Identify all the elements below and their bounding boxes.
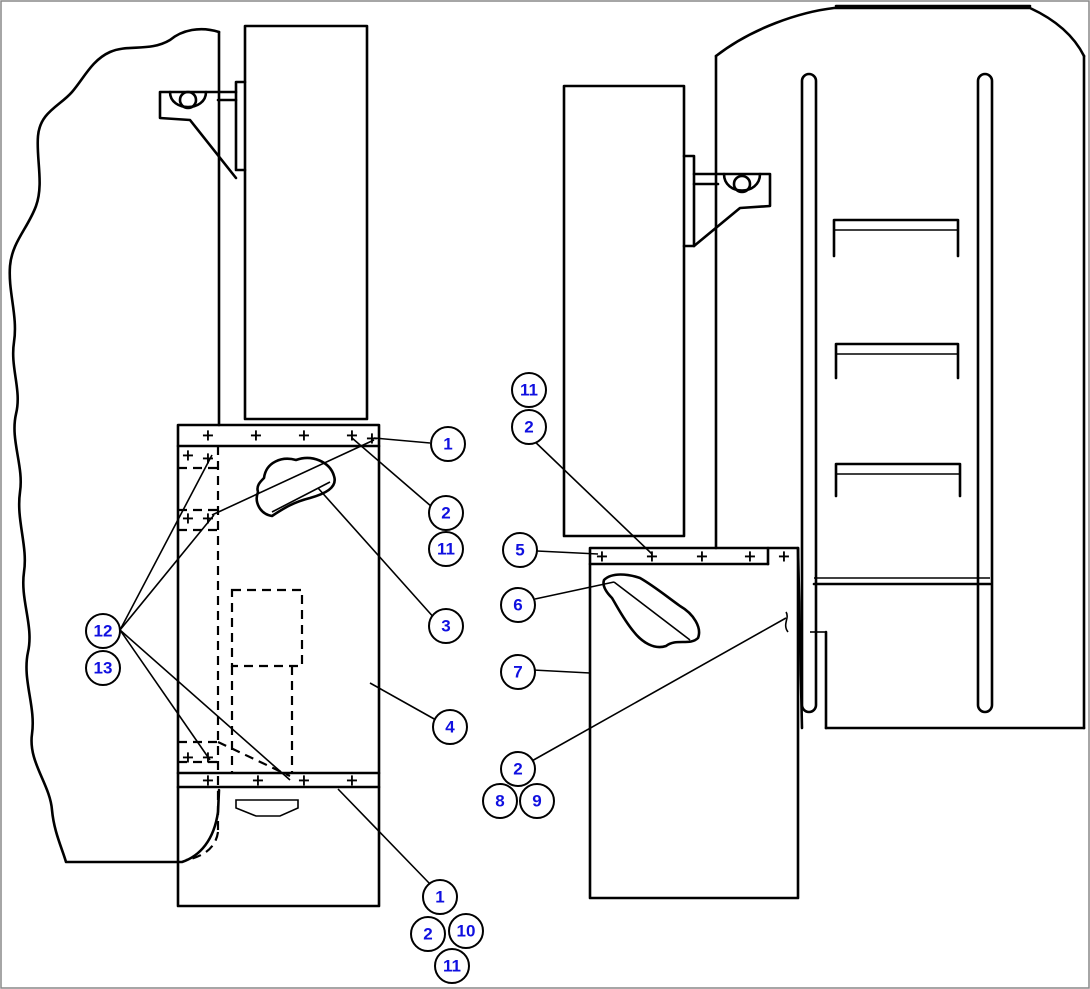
svg-text:2: 2 [423,925,432,944]
tank-ladder-rungs [832,218,962,498]
svg-text:+: + [181,748,194,767]
left-fasteners: + + + + + + + + + + + + + + + [181,426,378,790]
svg-text:+: + [201,771,214,790]
svg-text:+: + [181,446,194,465]
svg-text:4: 4 [445,718,455,737]
callout-1-top-left: 1 [430,426,466,462]
callout-10: 10 [448,913,484,949]
callout-6: 6 [500,587,536,623]
svg-text:+: + [201,449,214,468]
callout-5: 5 [502,532,538,568]
svg-text:1: 1 [435,888,444,907]
callout-1-bottom-left: 1 [422,879,458,915]
svg-text:2: 2 [524,418,533,437]
callout-2-right-top: 2 [511,409,547,445]
callout-3: 3 [428,608,464,644]
svg-text:+: + [595,547,608,566]
right-mount-bracket [682,154,772,248]
left-body-outline [8,27,221,864]
callout-9: 9 [519,783,555,819]
svg-text:+: + [201,509,214,528]
callout-11-left: 11 [428,531,464,567]
svg-text:6: 6 [513,596,522,615]
callout-11-bottom-left: 11 [434,948,470,984]
callout-4: 4 [432,709,468,745]
svg-text:11: 11 [520,381,538,400]
svg-text:9: 9 [532,792,541,811]
right-upper-panel [562,84,686,538]
left-upper-panel [243,24,369,421]
callout-8: 8 [482,783,518,819]
svg-text:13: 13 [94,659,113,678]
callout-11-right: 11 [511,372,547,408]
svg-text:7: 7 [513,663,522,682]
svg-text:11: 11 [443,957,461,976]
left-mount-bracket [158,80,247,180]
svg-text:+: + [249,426,262,445]
svg-text:3: 3 [441,617,450,636]
svg-text:+: + [743,547,756,566]
svg-text:2: 2 [513,760,522,779]
callout-2-left: 2 [428,495,464,531]
right-label-patch [602,573,701,649]
svg-text:8: 8 [495,792,504,811]
callout-12: 12 [85,613,121,649]
svg-text:+: + [345,771,358,790]
callout-2-bottom-left: 2 [410,916,446,952]
svg-text:+: + [297,771,310,790]
right-lower-housing [588,546,828,900]
svg-text:+: + [201,426,214,445]
svg-text:+: + [297,426,310,445]
callout-2-right-bottom: 2 [500,751,536,787]
callout-7: 7 [500,654,536,690]
svg-text:11: 11 [437,540,455,559]
tank-body [714,4,1086,730]
svg-text:+: + [181,509,194,528]
svg-text:5: 5 [515,541,524,560]
svg-text:1: 1 [443,435,452,454]
svg-text:12: 12 [94,622,113,641]
svg-text:+: + [251,771,264,790]
svg-text:+: + [695,547,708,566]
svg-text:+: + [777,547,790,566]
right-fasteners: + + + + + [595,547,790,566]
left-label-patch [255,456,336,518]
callout-13: 13 [85,650,121,686]
svg-text:10: 10 [457,922,476,941]
leader-lines [119,436,787,885]
svg-text:+: + [345,426,358,445]
left-lower-housing [176,423,381,908]
svg-text:2: 2 [441,504,450,523]
